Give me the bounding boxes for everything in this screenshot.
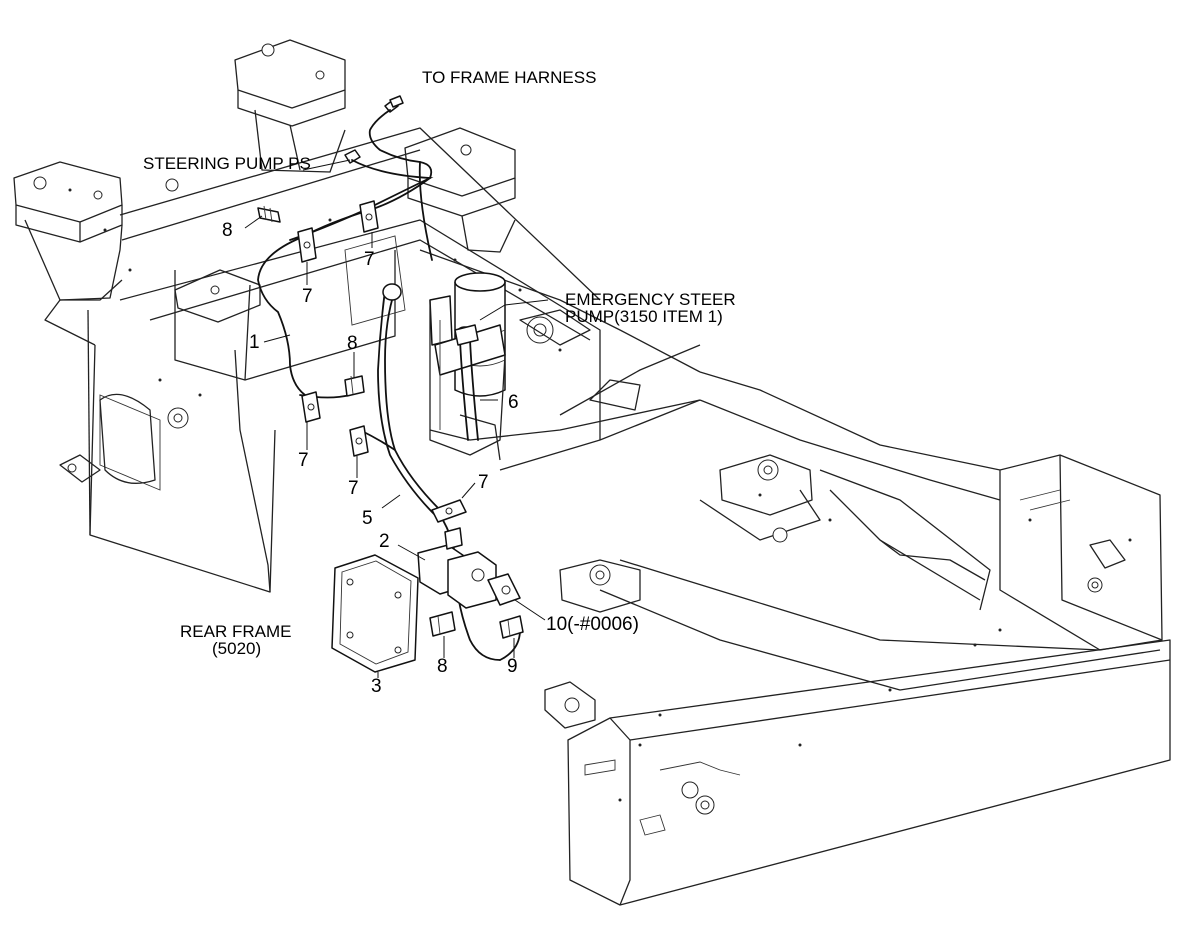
- label-emergency-steer-pump: PUMP(3150 ITEM 1): [565, 307, 723, 326]
- callout-1: 1: [249, 332, 260, 353]
- callout-7: 7: [348, 478, 359, 499]
- callout-7: 7: [478, 472, 489, 493]
- callout-8: 8: [437, 656, 448, 677]
- callout-6: 6: [508, 392, 519, 413]
- label-emergency-steer: EMERGENCY STEER: [565, 290, 736, 309]
- callout-2: 2: [379, 531, 390, 552]
- switch-assembly: [417, 527, 521, 609]
- callout-7: 7: [298, 450, 309, 471]
- callout-7: 7: [364, 249, 375, 270]
- rear-frame: [13, 39, 701, 593]
- clips: [297, 200, 467, 523]
- callout-10: 10(-#0006): [546, 614, 639, 635]
- callout-7: 7: [302, 286, 313, 307]
- callout-5: 5: [362, 508, 373, 529]
- wiring: [257, 95, 521, 661]
- label-steering-pump-ps: STEERING PUMP PS: [143, 154, 311, 173]
- callout-8: 8: [222, 220, 233, 241]
- leader-lines: [244, 159, 549, 678]
- label-rear-frame-ref: (5020): [212, 639, 261, 658]
- label-rear-frame: REAR FRAME: [180, 622, 291, 641]
- callout-8: 8: [347, 333, 358, 354]
- callout-9: 9: [507, 656, 518, 677]
- mounting-plate: [331, 554, 419, 673]
- text-labels: TO FRAME HARNESS STEERING PUMP PS EMERGE…: [143, 68, 736, 697]
- fittings: [257, 205, 524, 639]
- label-to-frame-harness: TO FRAME HARNESS: [422, 68, 596, 87]
- front-frame: [544, 371, 1171, 906]
- callout-3: 3: [371, 676, 382, 697]
